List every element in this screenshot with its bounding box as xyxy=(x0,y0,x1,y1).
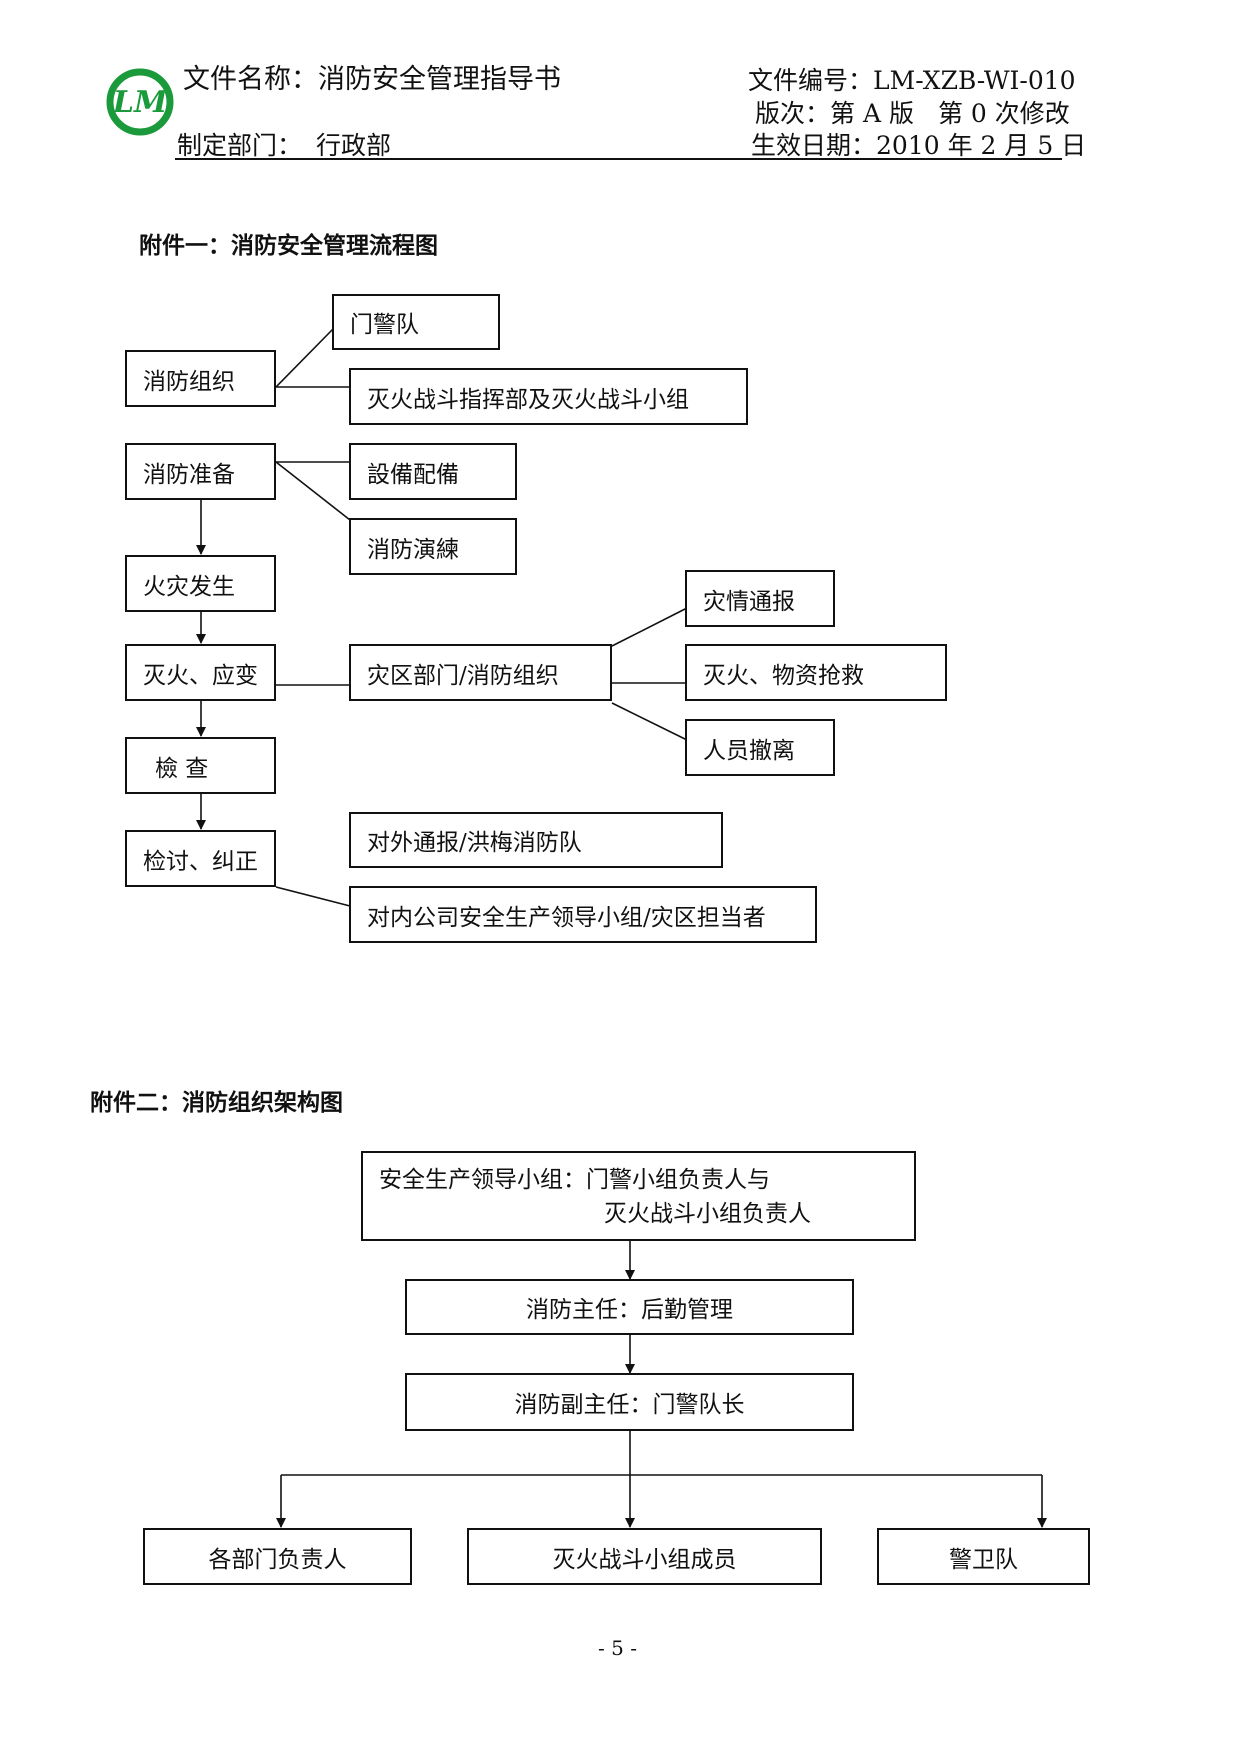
file-name-row: 文件名称：消防安全管理指导书 xyxy=(183,66,561,93)
box-review: 检讨、纠正 xyxy=(125,830,276,887)
appendix1-title: 附件一：消防安全管理流程图 xyxy=(139,232,438,259)
box-team-members: 灭火战斗小组成员 xyxy=(467,1528,822,1585)
box-guard-unit: 警卫队 xyxy=(877,1528,1090,1585)
file-name-label: 文件名称： xyxy=(183,64,318,95)
box-fire-director: 消防主任：后勤管理 xyxy=(405,1279,854,1335)
file-no: LM-XZB-WI-010 xyxy=(873,66,1076,95)
file-no-label: 文件编号： xyxy=(748,66,874,95)
box-equipment: 設備配備 xyxy=(349,443,517,500)
safety-leadership-line1: 安全生产领导小组：门警小组负责人与 xyxy=(379,1167,770,1193)
department-row: 制定部门： 行政部 xyxy=(177,133,391,158)
box-internal-report: 对内公司安全生产领导小组/灾区担当者 xyxy=(349,886,817,943)
box-deputy-director: 消防副主任：门警队长 xyxy=(405,1373,854,1431)
effective-date: 2010 年 2 月 5 日 xyxy=(876,131,1087,160)
box-rescue: 灭火、物资抢救 xyxy=(685,644,947,701)
effective-label: 生效日期： xyxy=(751,131,877,160)
company-logo: LM xyxy=(106,68,174,136)
version-label: 版次： xyxy=(755,99,831,128)
svg-text:LM: LM xyxy=(112,85,168,120)
file-name: 消防安全管理指导书 xyxy=(318,64,561,95)
effective-row: 生效日期：2010 年 2 月 5 日 xyxy=(751,133,1086,158)
box-fire-occurs: 火灾发生 xyxy=(125,555,276,612)
box-department-heads: 各部门负责人 xyxy=(143,1528,412,1585)
file-no-row: 文件编号：LM-XZB-WI-010 xyxy=(748,68,1076,93)
box-disaster-report: 灾情通报 xyxy=(685,570,835,627)
box-guard-team: 门警队 xyxy=(332,294,500,350)
page-number: - 5 - xyxy=(598,1636,637,1660)
box-safety-leadership: 安全生产领导小组：门警小组负责人与 灭火战斗小组负责人 xyxy=(361,1151,916,1241)
box-command-team: 灭火战斗指挥部及灭火战斗小组 xyxy=(349,368,748,425)
box-inspection: 檢 查 xyxy=(125,737,276,794)
box-response: 灭火、应变 xyxy=(125,644,276,701)
box-evacuation: 人员撤离 xyxy=(685,719,835,776)
revision: 第 0 次修改 xyxy=(937,99,1070,128)
version-row: 版次：第 A 版第 0 次修改 xyxy=(755,101,1070,126)
box-fire-prep: 消防准备 xyxy=(125,443,276,500)
box-external-report: 对外通报/洪梅消防队 xyxy=(349,812,723,868)
box-fire-organization: 消防组织 xyxy=(125,350,276,407)
department-label: 制定部门： xyxy=(177,131,303,160)
version: 第 A 版 xyxy=(830,99,914,128)
department: 行政部 xyxy=(316,131,392,160)
safety-leadership-line2: 灭火战斗小组负责人 xyxy=(604,1201,811,1227)
appendix2-title: 附件二：消防组织架构图 xyxy=(90,1089,343,1116)
header-rule xyxy=(175,158,1062,160)
box-drill: 消防演練 xyxy=(349,518,517,575)
box-affected-zone: 灾区部门/消防组织 xyxy=(349,644,612,701)
